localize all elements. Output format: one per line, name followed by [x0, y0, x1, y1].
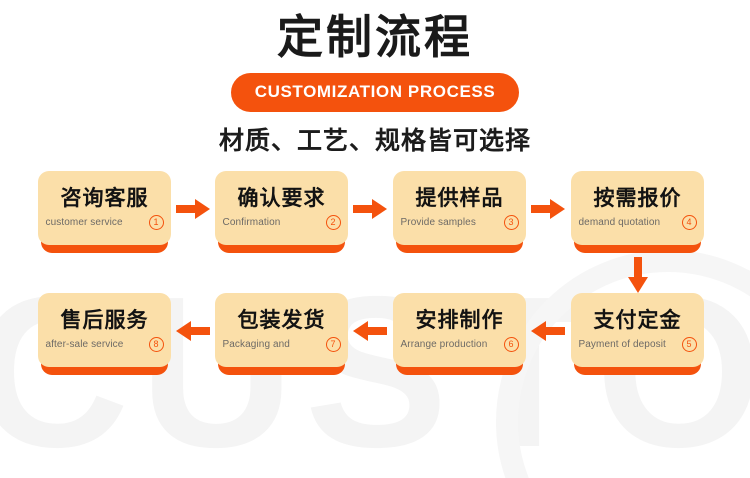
- step-title-en: Provide samples: [400, 216, 476, 228]
- arrow-shaft: [366, 327, 387, 335]
- step-title-en: Packaging and: [222, 338, 290, 350]
- process-flow: 咨询客服 customer service 1 确认要求 Confirmatio…: [0, 171, 750, 411]
- step-title-cn: 按需报价: [593, 187, 682, 210]
- step-title-en: Payment of deposit: [578, 338, 666, 350]
- step-title-cn: 支付定金: [593, 309, 682, 332]
- step-title-cn: 咨询客服: [60, 187, 149, 210]
- step-title-cn: 安排制作: [415, 309, 504, 332]
- step-title-cn: 包装发货: [237, 309, 326, 332]
- process-step-6[interactable]: 安排制作 Arrange production 6: [393, 293, 526, 375]
- arrow-left-icon-7-to-8: [176, 321, 210, 341]
- process-step-3[interactable]: 提供样品 Provide samples 3: [393, 171, 526, 253]
- arrow-shaft: [531, 205, 552, 213]
- step-subtitle-line: Packaging and 7: [223, 337, 341, 352]
- step-title-en: Arrange production: [400, 338, 488, 350]
- step-card: 支付定金 Payment of deposit 5: [571, 293, 704, 367]
- step-card: 安排制作 Arrange production 6: [393, 293, 526, 367]
- process-step-2[interactable]: 确认要求 Confirmation 2: [215, 171, 348, 253]
- arrow-right-icon-2-to-3: [353, 199, 387, 219]
- page-title: 定制流程: [277, 11, 473, 63]
- arrow-shaft: [634, 257, 642, 279]
- step-card: 包装发货 Packaging and 7: [215, 293, 348, 367]
- step-subtitle-line: Arrange production 6: [401, 337, 519, 352]
- step-subtitle-line: Payment of deposit 5: [579, 337, 697, 352]
- step-card: 提供样品 Provide samples 3: [393, 171, 526, 245]
- arrow-head: [176, 321, 191, 341]
- step-subtitle-line: demand quotation 4: [579, 215, 697, 230]
- step-title-cn: 确认要求: [237, 187, 326, 210]
- process-step-1[interactable]: 咨询客服 customer service 1: [38, 171, 171, 253]
- process-row-bottom: 售后服务 after-sale service 8 包装发货 Packaging…: [0, 293, 750, 383]
- step-number-badge: 2: [325, 215, 341, 230]
- arrow-head: [353, 321, 368, 341]
- header: 定制流程 CUSTOMIZATION PROCESS 材质、工艺、规格皆可选择: [0, 0, 750, 156]
- step-title-en: demand quotation: [578, 216, 661, 228]
- arrow-head: [550, 199, 565, 219]
- process-row-top: 咨询客服 customer service 1 确认要求 Confirmatio…: [0, 171, 750, 261]
- step-number-badge: 8: [148, 337, 164, 352]
- arrow-down-icon-4-to-5: [628, 257, 648, 293]
- arrow-shaft: [176, 205, 197, 213]
- step-title-en: after-sale service: [45, 338, 124, 350]
- process-step-5[interactable]: 支付定金 Payment of deposit 5: [571, 293, 704, 375]
- arrow-head: [372, 199, 387, 219]
- arrow-shaft: [353, 205, 374, 213]
- step-title-en: Confirmation: [222, 216, 281, 228]
- arrow-shaft: [189, 327, 210, 335]
- step-number-badge: 4: [681, 215, 697, 230]
- step-subtitle-line: Provide samples 3: [401, 215, 519, 230]
- step-title-en: customer service: [45, 216, 123, 228]
- step-number-badge: 3: [503, 215, 519, 230]
- step-title-cn: 提供样品: [415, 187, 504, 210]
- step-card: 确认要求 Confirmation 2: [215, 171, 348, 245]
- arrow-head: [531, 321, 546, 341]
- step-subtitle-line: after-sale service 8: [46, 337, 164, 352]
- arrow-head: [628, 277, 648, 293]
- step-title-cn: 售后服务: [60, 309, 149, 332]
- step-card: 咨询客服 customer service 1: [38, 171, 171, 245]
- step-card: 按需报价 demand quotation 4: [571, 171, 704, 245]
- arrow-right-icon-1-to-2: [176, 199, 210, 219]
- arrow-left-icon-5-to-6: [531, 321, 565, 341]
- step-number-badge: 1: [148, 215, 164, 230]
- arrow-right-icon-3-to-4: [531, 199, 565, 219]
- step-subtitle-line: Confirmation 2: [223, 215, 341, 230]
- process-step-4[interactable]: 按需报价 demand quotation 4: [571, 171, 704, 253]
- process-step-7[interactable]: 包装发货 Packaging and 7: [215, 293, 348, 375]
- page-subtitle: 材质、工艺、规格皆可选择: [218, 127, 531, 155]
- step-subtitle-line: customer service 1: [46, 215, 164, 230]
- step-number-badge: 5: [681, 337, 697, 352]
- step-number-badge: 6: [503, 337, 519, 352]
- badge-wrapper: CUSTOMIZATION PROCESS: [0, 73, 750, 112]
- arrow-left-icon-6-to-7: [353, 321, 387, 341]
- process-step-8[interactable]: 售后服务 after-sale service 8: [38, 293, 171, 375]
- step-number-badge: 7: [325, 337, 341, 352]
- step-card: 售后服务 after-sale service 8: [38, 293, 171, 367]
- arrow-head: [195, 199, 210, 219]
- arrow-shaft: [544, 327, 565, 335]
- subtitle-badge: CUSTOMIZATION PROCESS: [230, 73, 520, 112]
